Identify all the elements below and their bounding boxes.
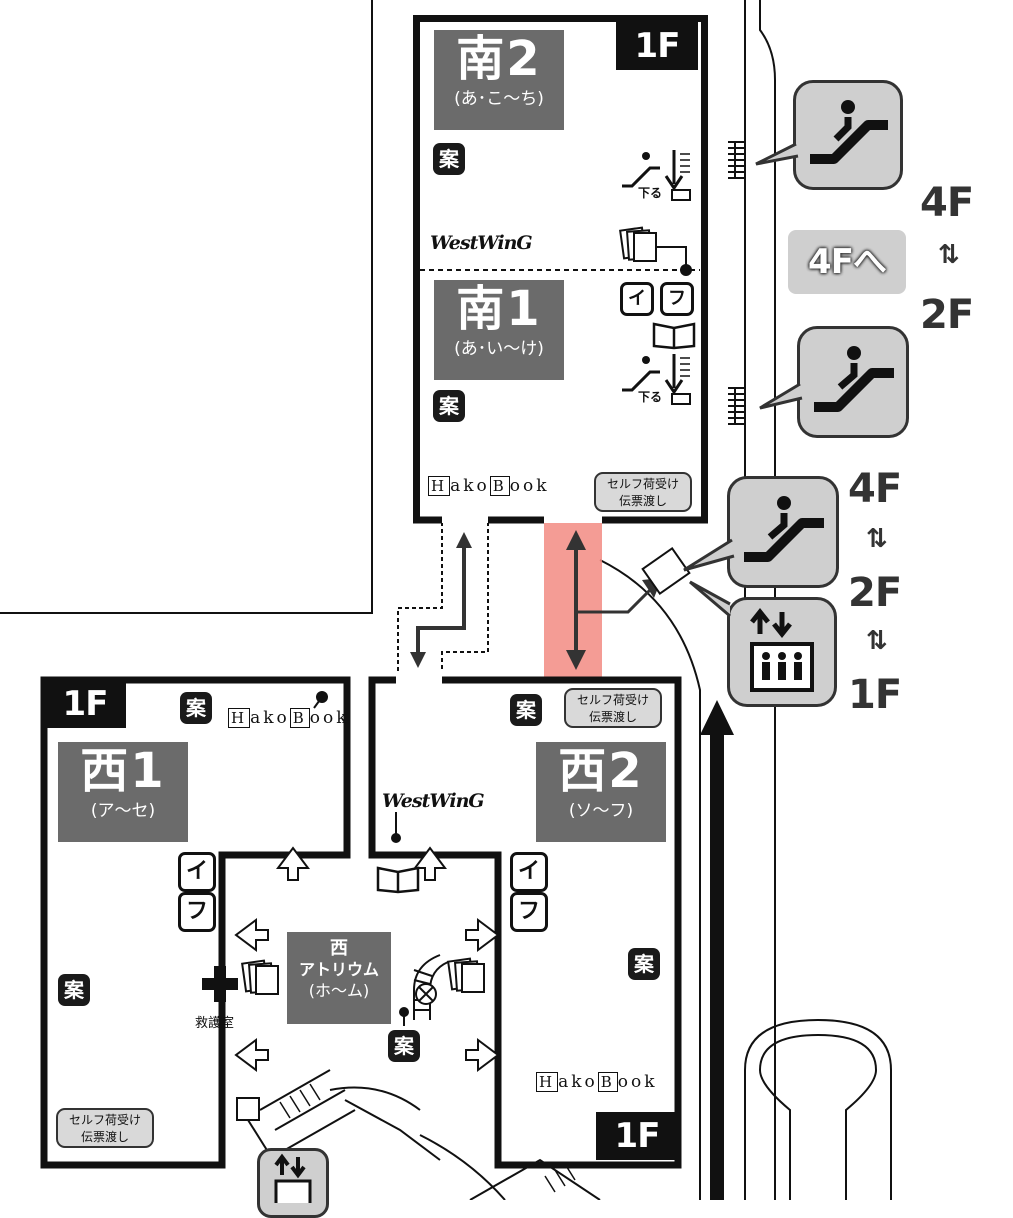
floor-1f-lower: 1F [848, 672, 902, 718]
hakobook-ook-w1: ook [309, 708, 350, 728]
to-4f-label: 4Fへ [808, 242, 887, 282]
zone-south1[interactable]: 南1 (あ･い〜け) [434, 280, 564, 380]
zone-south2[interactable]: 南2 (あ･こ〜ち) [434, 30, 564, 130]
self-pickup-west2[interactable]: セルフ荷受け 伝票渡し [564, 688, 662, 728]
elevator-icon [750, 607, 814, 692]
updown-arrows-lower1: ⇅ [866, 524, 888, 554]
info-desk-south1[interactable]: 案 [433, 390, 465, 422]
zone-south2-name: 南2 [456, 31, 542, 87]
floor-2f-lower: 2F [848, 570, 902, 616]
floor-4f-lower: 4F [848, 466, 902, 512]
convenience-store-f-west1[interactable]: フ [178, 892, 216, 932]
bubble-tail-middle [759, 382, 803, 410]
westwing-logo-south: WestWinG [430, 232, 533, 254]
zone-south1-name: 南1 [456, 281, 542, 337]
papers-icon-west1 [241, 959, 279, 995]
bubble-tail-lower [683, 538, 735, 572]
info-desk-west1[interactable]: 案 [58, 974, 90, 1006]
atrium-line2: アトリウム [298, 960, 379, 979]
to-4f-pill[interactable]: 4Fへ [788, 230, 906, 294]
escalator-icon-3 [744, 496, 824, 562]
escalator-bubble-top[interactable] [793, 80, 903, 190]
floor-2f-top: 2F [920, 292, 974, 338]
self-pickup-south[interactable]: セルフ荷受け 伝票渡し [594, 472, 692, 512]
convenience-store-i-west2[interactable]: イ [510, 852, 548, 892]
elevator-bubble[interactable] [727, 597, 837, 707]
hakobook-ako: ako [450, 476, 490, 496]
escalator-bubble-lower[interactable] [727, 476, 839, 588]
updown-arrows-top: ⇅ [938, 240, 960, 270]
hakobook-h-w1: H [228, 708, 251, 728]
convenience-store-i-south[interactable]: イ [620, 282, 654, 316]
zone-west1[interactable]: 西1 (ア〜セ) [58, 742, 188, 842]
convenience-store-i-west1[interactable]: イ [178, 852, 216, 892]
book-icon [652, 322, 696, 350]
zone-west2-name: 西2 [558, 743, 644, 799]
escalator-down-label: 下る [638, 186, 663, 200]
floor-4f-top: 4F [920, 180, 974, 226]
updown-arrows-lower2: ⇅ [866, 626, 888, 656]
self-pickup-south-line2: 伝票渡し [618, 494, 667, 508]
hakobook-b-w2: B [597, 1072, 618, 1092]
papers-icon-atrium [447, 957, 485, 993]
hakobook-ako-w1: ako [250, 708, 290, 728]
escalator-icon [810, 100, 888, 164]
zone-west2-range: (ソ〜フ) [568, 801, 634, 821]
self-pickup-west2-line2: 伝票渡し [588, 710, 637, 724]
info-desk-west2-top[interactable]: 案 [510, 694, 542, 726]
floor-badge-west1: 1F [44, 680, 126, 728]
papers-icon [619, 226, 657, 262]
atrium-name: 西 [330, 938, 348, 959]
self-pickup-west1-line1: セルフ荷受け [68, 1113, 141, 1127]
self-pickup-west2-line1: セルフ荷受け [576, 693, 649, 707]
elevator-icon-bottom [274, 1153, 312, 1207]
zone-west2[interactable]: 西2 (ソ〜フ) [536, 742, 666, 842]
atrium-range: (ホ〜ム) [308, 981, 370, 1000]
zone-south1-range: (あ･い〜け) [454, 339, 544, 359]
self-pickup-south-line1: セルフ荷受け [606, 477, 679, 491]
info-desk-west1-top[interactable]: 案 [180, 692, 212, 724]
escalator-down-icon [622, 150, 691, 201]
info-desk-atrium[interactable]: 案 [388, 1030, 420, 1062]
escalator-down-icon-2 [622, 354, 691, 405]
convenience-store-f-west2[interactable]: フ [510, 892, 548, 932]
zone-west1-range: (ア〜セ) [90, 801, 156, 821]
floor-badge-south: 1F [616, 22, 698, 70]
bubble-tail-top [755, 142, 799, 166]
hakobook-h: H [428, 476, 451, 496]
hakobook-ako-w2: ako [558, 1072, 598, 1092]
convenience-store-f-south[interactable]: フ [660, 282, 694, 316]
hakobook-b: B [489, 476, 510, 496]
hakobook-ook-w2: ook [617, 1072, 658, 1092]
book-icon-atrium [376, 866, 420, 894]
hakobook-h-w2: H [536, 1072, 559, 1092]
escalator-icon-2 [814, 346, 894, 412]
self-pickup-west1-line2: 伝票渡し [80, 1130, 129, 1144]
rescue-room-label: 救護室 [195, 1016, 235, 1031]
hakobook-ook: ook [509, 476, 550, 496]
hakobook-b-w1: B [289, 708, 310, 728]
zone-west1-name: 西1 [80, 743, 166, 799]
bubble-tail-elevator [689, 580, 731, 618]
escalator-bubble-middle[interactable] [797, 326, 909, 438]
elevator-bubble-bottom[interactable] [257, 1148, 329, 1218]
westwing-logo-west: WestWinG [382, 790, 485, 812]
floor-badge-west2: 1F [596, 1112, 678, 1160]
info-desk-south2[interactable]: 案 [433, 143, 465, 175]
self-pickup-west1[interactable]: セルフ荷受け 伝票渡し [56, 1108, 154, 1148]
escalator-down-label-2: 下る [638, 390, 663, 404]
zone-south2-range: (あ･こ〜ち) [454, 89, 544, 109]
zone-west-atrium[interactable]: 西 アトリウム (ホ〜ム) [287, 932, 391, 1024]
info-desk-west2[interactable]: 案 [628, 948, 660, 980]
